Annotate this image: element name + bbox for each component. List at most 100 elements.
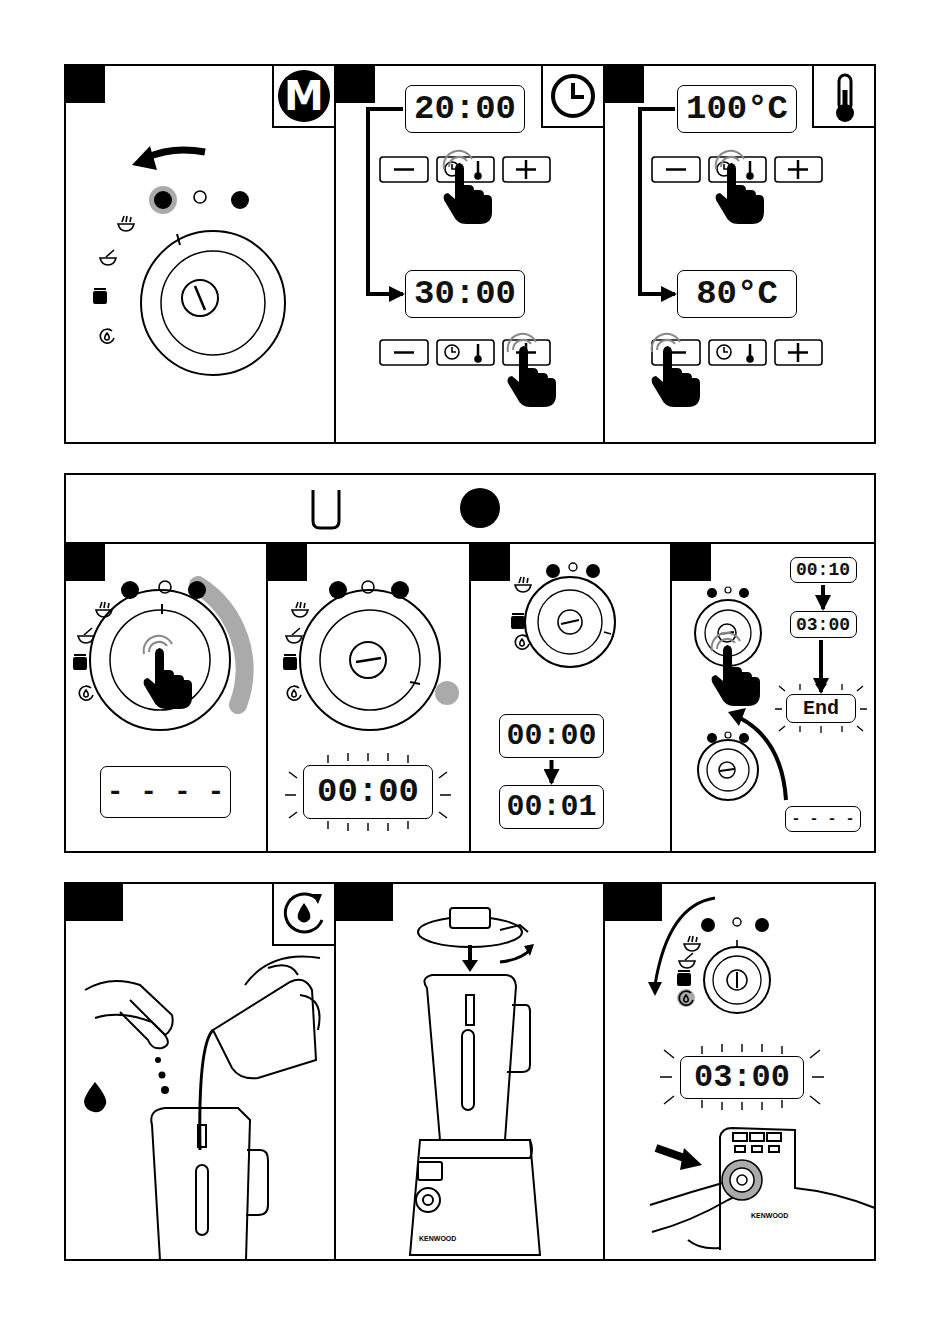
illustration-stroke — [65, 65, 105, 103]
illustration-stroke — [604, 632, 611, 634]
illustration-stroke — [716, 151, 765, 224]
illustration-stroke — [767, 1133, 781, 1141]
illustration-stroke — [652, 340, 822, 365]
illustration-stroke — [573, 83, 584, 97]
illustration-stroke — [460, 488, 500, 528]
display-reading: 100°C — [686, 90, 788, 128]
illustration-stroke — [677, 989, 695, 1007]
step-arrow — [821, 585, 825, 609]
illustration-stroke — [65, 474, 875, 852]
illustration-stroke — [702, 1044, 782, 1054]
illustration-stroke — [90, 590, 230, 730]
illustration-stroke — [313, 490, 339, 528]
illustration-stroke — [335, 65, 604, 443]
illustration-stroke — [161, 1086, 169, 1094]
illustration-stroke — [730, 1168, 754, 1192]
illustration-stroke — [328, 753, 408, 763]
illustration-stroke — [524, 944, 534, 956]
illustration-stroke — [300, 590, 440, 730]
illustration-stroke — [300, 995, 320, 1030]
illustration-stroke — [65, 65, 875, 443]
illustration-stroke — [569, 563, 577, 571]
step-arrow — [368, 109, 403, 294]
display-screen: 03:00 — [680, 1056, 804, 1099]
illustration-stroke — [553, 76, 593, 116]
illustration-stroke — [273, 883, 335, 945]
illustration-stroke — [328, 821, 408, 831]
display-screen: 00:10 — [790, 557, 857, 583]
illustration-stroke — [500, 925, 528, 932]
illustration-stroke — [652, 334, 701, 407]
display-reading: 00:00 — [506, 719, 596, 753]
illustration-stroke — [466, 995, 474, 1025]
illustration-stroke — [698, 740, 758, 800]
illustration-stroke — [177, 234, 180, 245]
illustration-stroke — [470, 543, 510, 581]
illustration-stroke — [707, 588, 717, 598]
illustration-stroke — [144, 636, 193, 709]
illustration-stroke — [118, 216, 134, 231]
illustration-stroke — [561, 620, 579, 624]
illustration-stroke — [286, 628, 302, 643]
illustration-stroke — [65, 543, 875, 852]
illustration-stroke — [141, 231, 285, 375]
illustration-stroke — [85, 981, 173, 1035]
illustration-stroke — [538, 590, 602, 654]
illustration-stroke — [79, 686, 93, 700]
display-screen: 00:00 — [303, 765, 433, 819]
illustration-stroke — [515, 635, 529, 649]
illustration-stroke — [722, 1160, 762, 1200]
illustration-stroke — [267, 543, 307, 581]
illustration-stroke — [65, 883, 875, 1260]
illustration-stroke — [246, 1150, 268, 1215]
illustration-stroke — [435, 681, 459, 705]
illustration-stroke — [132, 146, 157, 170]
illustration-stroke — [558, 610, 582, 634]
display-reading: 00:00 — [317, 773, 419, 811]
illustration-stroke — [231, 191, 249, 209]
illustration-stroke — [546, 564, 560, 578]
illustration-stroke — [93, 288, 107, 304]
illustration-stroke — [424, 975, 516, 1140]
illustration-stroke — [423, 1195, 433, 1205]
illustration-stroke — [194, 191, 206, 203]
illustration-stroke — [769, 1146, 779, 1152]
illustration-stroke — [836, 104, 854, 122]
illustration-stroke — [736, 940, 738, 948]
illustration-stroke — [684, 936, 700, 951]
illustration-stroke — [335, 65, 375, 103]
illustration-stroke — [813, 65, 875, 127]
illustration-stroke — [733, 1133, 747, 1141]
illustration-stroke — [719, 762, 735, 778]
illustration-stroke — [702, 1100, 782, 1110]
illustration-stroke — [752, 1146, 762, 1152]
illustration-stroke — [196, 1165, 208, 1235]
display-reading: 20:00 — [414, 90, 516, 128]
illustration-stroke — [200, 1030, 213, 1150]
illustration-stroke — [298, 903, 311, 923]
illustration-stroke — [73, 654, 87, 670]
illustration-stroke — [312, 894, 322, 904]
illustration-stroke — [688, 1240, 720, 1248]
display-screen: End — [786, 694, 856, 723]
illustration-stroke — [149, 186, 177, 214]
illustration-stroke — [648, 982, 662, 996]
display-reading: 00:01 — [506, 790, 596, 824]
illustration-stroke — [198, 585, 245, 705]
illustration-stroke — [416, 1188, 440, 1212]
illustration-stroke — [65, 543, 105, 581]
illustration-stroke — [604, 65, 644, 103]
illustration-stroke — [652, 157, 822, 182]
illustration-stroke — [462, 1030, 474, 1110]
illustration-stroke — [273, 65, 335, 127]
step-arrow — [819, 640, 823, 692]
display-screen: - - - - — [100, 766, 231, 818]
illustration-stroke — [85, 957, 320, 1260]
illustration-stroke — [161, 604, 163, 614]
illustration-stroke — [720, 1128, 875, 1250]
illustration-stroke — [100, 250, 116, 265]
illustration-stroke — [155, 1057, 161, 1063]
illustration-stroke — [283, 654, 297, 670]
illustration-stroke — [712, 633, 761, 706]
illustration-stroke — [65, 65, 875, 443]
